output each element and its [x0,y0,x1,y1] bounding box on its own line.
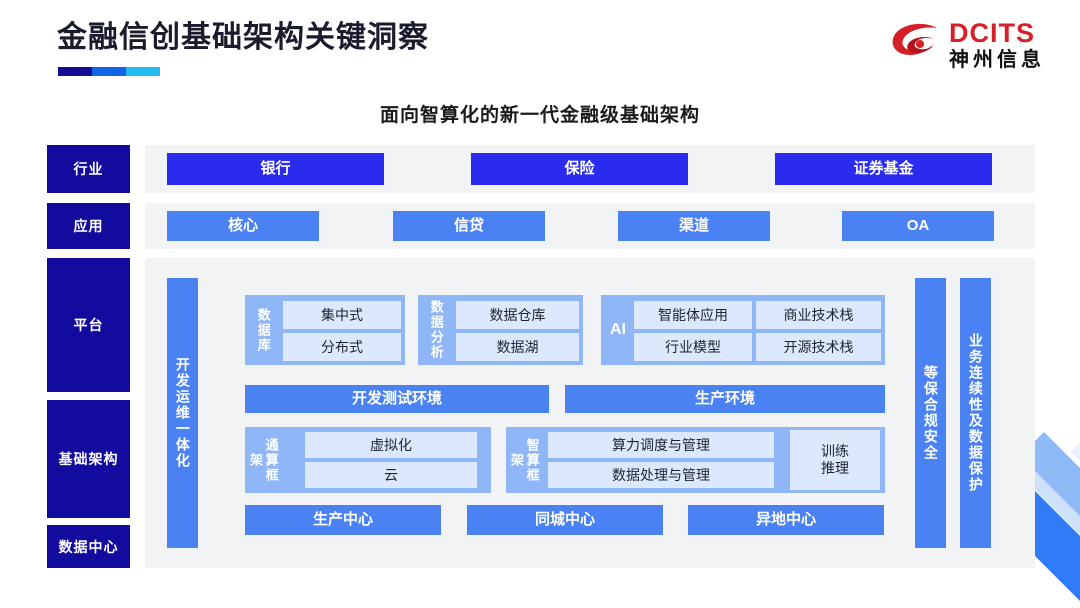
ai-item-opensource-stack[interactable]: 开源技术栈 [756,333,881,361]
stack-label-industry: 行业 [47,145,130,193]
dcits-swirl-logo-icon [890,22,942,68]
ai-item-commercial-stack[interactable]: 商业技术栈 [756,301,881,329]
application-item-core[interactable]: 核心 [167,211,319,241]
stack-label-platform: 平台 [47,258,130,392]
industry-item-bank[interactable]: 银行 [167,153,384,185]
intelligent-compute-item-power-scheduling[interactable]: 算力调度与管理 [548,432,774,458]
inference-label: 推理 [821,460,849,476]
intelligent-compute-item-data-processing[interactable]: 数据处理与管理 [548,462,774,488]
stack-label-application: 应用 [47,203,130,249]
industry-item-securities-fund[interactable]: 证券基金 [775,153,992,185]
ai-group-label: AI [610,321,626,338]
ai-item-industry-model[interactable]: 行业模型 [634,333,752,361]
database-item-centralized[interactable]: 集中式 [283,301,401,329]
intelligent-compute-label: 智算框架 [509,437,540,483]
train-label: 训练 [821,443,849,460]
environment-production[interactable]: 生产环境 [565,385,885,413]
title-accent-bar [58,67,160,76]
analytics-item-data-lake[interactable]: 数据湖 [456,333,579,361]
industry-item-insurance[interactable]: 保险 [471,153,688,185]
datacenter-item-same-city[interactable]: 同城中心 [467,505,663,535]
compliance-security-bar[interactable]: 等保合规安全 [915,278,946,548]
environment-dev-test[interactable]: 开发测试环境 [245,385,549,413]
application-item-channel[interactable]: 渠道 [618,211,770,241]
general-compute-item-virtualization[interactable]: 虚拟化 [305,432,477,458]
subtitle: 面向智算化的新一代金融级基础架构 [379,105,700,126]
intelligent-compute-item-train-inference[interactable]: 训练 推理 [790,430,880,490]
business-continuity-bar[interactable]: 业务连续性及数据保护 [960,278,991,548]
stack-label-datacenter: 数据中心 [47,525,130,568]
logo-text-en: DCITS [949,18,1035,48]
general-compute-item-cloud[interactable]: 云 [305,462,477,488]
ai-item-agent-application[interactable]: 智能体应用 [634,301,752,329]
database-group-label: 数据库 [255,307,271,353]
general-compute-label: 通算框架 [248,437,279,483]
stack-label-infrastructure: 基础架构 [47,400,130,518]
brand-logo: DCITS 神州信息 [890,20,1045,70]
datacenter-item-remote[interactable]: 异地中心 [688,505,884,535]
datacenter-item-production[interactable]: 生产中心 [245,505,441,535]
devops-vertical-bar[interactable]: 开发运维一体化 [167,278,198,548]
application-item-credit[interactable]: 信贷 [393,211,545,241]
analytics-group-label: 数据分析 [428,300,444,360]
application-item-oa[interactable]: OA [842,211,994,241]
analytics-item-data-warehouse[interactable]: 数据仓库 [456,301,579,329]
page-title: 金融信创基础架构关键洞察 [57,21,429,54]
logo-text-cn: 神州信息 [949,49,1045,71]
database-item-distributed[interactable]: 分布式 [283,333,401,361]
